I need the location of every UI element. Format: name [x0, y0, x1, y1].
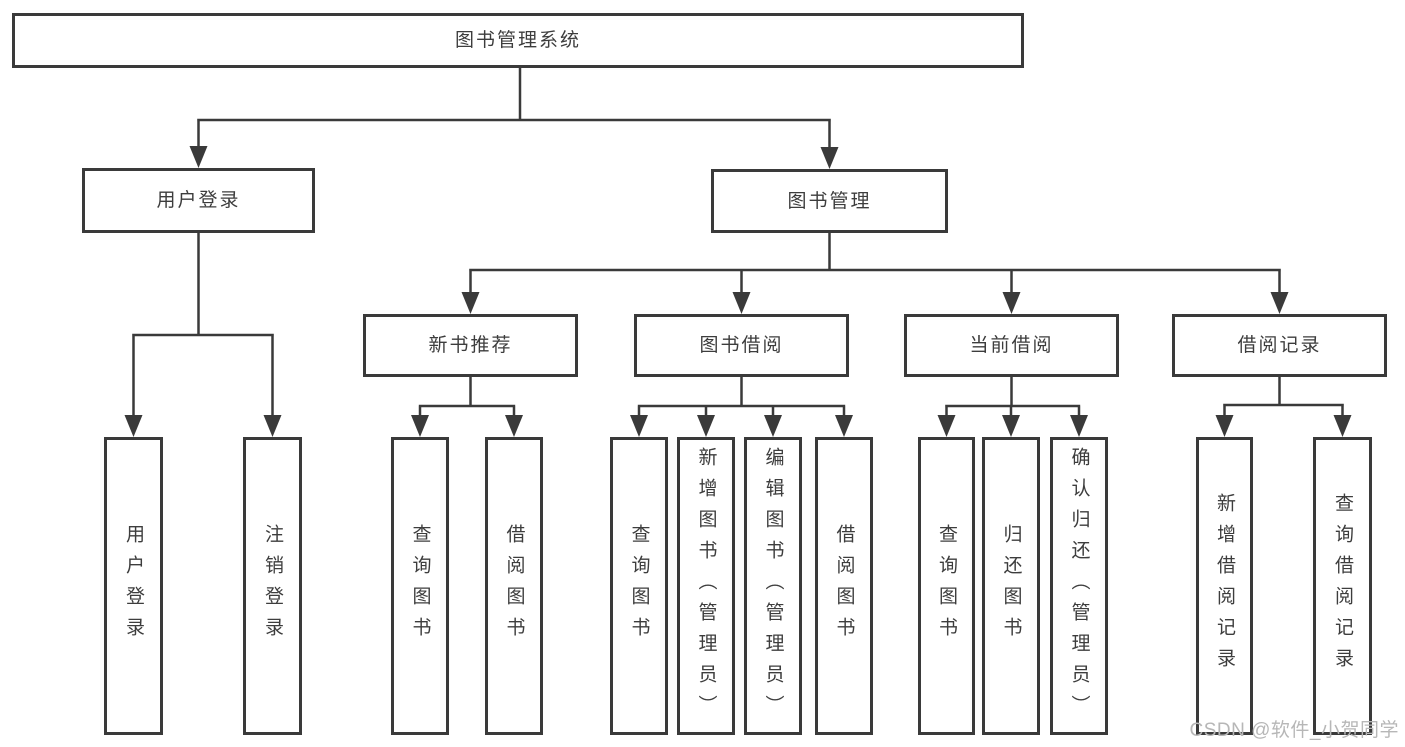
leaf-borrow-book-label: 借阅图书 [833, 524, 855, 648]
arrowhead [1270, 292, 1289, 314]
arrowhead [1215, 415, 1234, 437]
arrowhead [263, 415, 282, 437]
arrowhead [461, 292, 480, 314]
arrowhead [937, 415, 956, 437]
leaf-recommend-query-book-label: 查询图书 [409, 524, 431, 648]
leaf-add-borrow-record-label: 新增借阅记录 [1214, 493, 1235, 679]
node-book-borrow-label: 图书借阅 [699, 335, 784, 356]
leaf-confirm-return-admin: 确认归还（管理员） [1050, 437, 1108, 735]
leaf-recommend-borrow-book-label: 借阅图书 [503, 524, 525, 648]
leaf-borrow-book: 借阅图书 [815, 437, 873, 735]
arrowhead [732, 292, 751, 314]
leaf-current-query-book: 查询图书 [918, 437, 975, 735]
arrowhead [411, 415, 429, 437]
arrowhead [630, 415, 648, 437]
connector-path [132, 68, 1344, 417]
arrowhead [1002, 292, 1021, 314]
leaf-logout-label: 注销登录 [262, 524, 283, 648]
leaf-add-book-admin: 新增图书（管理员） [677, 437, 735, 735]
leaf-query-borrow-record-label: 查询借阅记录 [1332, 493, 1353, 679]
csdn-watermark: CSDN @软件_小贺同学 [1189, 720, 1399, 741]
arrowhead [697, 415, 715, 437]
node-user-login-label: 用户登录 [156, 190, 241, 211]
node-user-login: 用户登录 [82, 168, 315, 233]
leaf-current-query-book-label: 查询图书 [936, 524, 957, 648]
node-borrow-record-label: 借阅记录 [1237, 335, 1322, 356]
leaf-recommend-query-book: 查询图书 [391, 437, 449, 735]
node-new-book-recommend-label: 新书推荐 [428, 335, 513, 356]
leaf-borrow-query-book: 查询图书 [610, 437, 668, 735]
leaf-recommend-borrow-book: 借阅图书 [485, 437, 543, 735]
node-borrow-record: 借阅记录 [1172, 314, 1387, 377]
leaf-logout: 注销登录 [243, 437, 302, 735]
leaf-return-book-label: 归还图书 [1000, 524, 1022, 648]
arrowhead [1333, 415, 1352, 437]
arrowhead [764, 415, 782, 437]
leaf-borrow-query-book-label: 查询图书 [628, 524, 650, 648]
leaf-user-login: 用户登录 [104, 437, 163, 735]
arrowhead [1002, 415, 1020, 437]
arrowhead [505, 415, 523, 437]
arrowhead [820, 147, 839, 169]
node-book-management: 图书管理 [711, 169, 948, 233]
leaf-confirm-return-admin-label: 确认归还（管理员） [1068, 446, 1090, 726]
node-root: 图书管理系统 [12, 13, 1024, 68]
arrowhead [189, 146, 208, 168]
arrowheads [124, 146, 1352, 437]
arrowhead [124, 415, 143, 437]
node-book-management-label: 图书管理 [787, 190, 872, 212]
arrowhead [835, 415, 853, 437]
leaf-edit-book-admin-label: 编辑图书（管理员） [762, 446, 784, 726]
leaf-add-borrow-record: 新增借阅记录 [1196, 437, 1253, 735]
leaf-add-book-admin-label: 新增图书（管理员） [695, 446, 717, 726]
node-current-borrow-label: 当前借阅 [969, 335, 1054, 356]
node-current-borrow: 当前借阅 [904, 314, 1119, 377]
arrowhead [1070, 415, 1088, 437]
leaf-query-borrow-record: 查询借阅记录 [1313, 437, 1372, 735]
leaf-edit-book-admin: 编辑图书（管理员） [744, 437, 802, 735]
node-book-borrow: 图书借阅 [634, 314, 849, 377]
node-root-label: 图书管理系统 [454, 30, 581, 51]
leaf-return-book: 归还图书 [982, 437, 1040, 735]
leaf-user-login-label: 用户登录 [123, 524, 144, 648]
node-new-book-recommend: 新书推荐 [363, 314, 578, 377]
